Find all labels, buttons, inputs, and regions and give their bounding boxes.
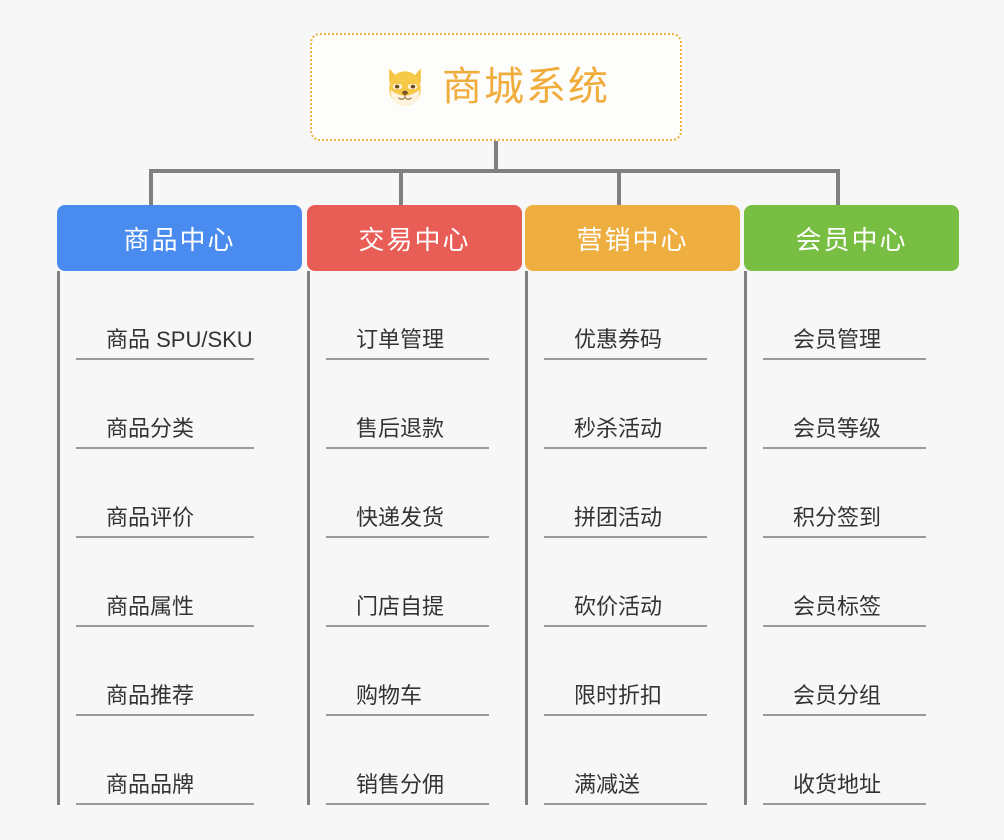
leaf-label: 商品 SPU/SKU: [106, 326, 253, 352]
leaf-item[interactable]: 限时折扣: [544, 627, 707, 716]
leaf-item[interactable]: 商品 SPU/SKU: [76, 271, 254, 360]
branch-product-center: 商品中心 商品 SPU/SKU 商品分类 商品评价 商品属性 商品推荐 商品品牌: [57, 205, 302, 805]
leaf-item[interactable]: 销售分佣: [326, 716, 489, 805]
leaf-item[interactable]: 商品评价: [76, 449, 254, 538]
leaf-item[interactable]: 商品推荐: [76, 627, 254, 716]
leaf-item[interactable]: 会员管理: [763, 271, 926, 360]
branch-marketing-center: 营销中心 优惠券码 秒杀活动 拼团活动 砍价活动 限时折扣 满减送: [525, 205, 740, 805]
connector-drop-1: [399, 169, 403, 205]
leaf-item[interactable]: 会员等级: [763, 360, 926, 449]
leaf-label: 快递发货: [356, 504, 445, 530]
leaf-item[interactable]: 会员标签: [763, 538, 926, 627]
connector-stem: [494, 141, 498, 171]
leaf-label: 会员管理: [793, 326, 882, 352]
leaf-item[interactable]: 商品属性: [76, 538, 254, 627]
leaf-label: 积分签到: [793, 504, 882, 530]
leaf-label: 商品分类: [106, 415, 195, 441]
leaf-item[interactable]: 快递发货: [326, 449, 489, 538]
branch-member-center: 会员中心 会员管理 会员等级 积分签到 会员标签 会员分组 收货地址: [744, 205, 959, 805]
connector-horizontal: [149, 169, 840, 173]
branch-label: 会员中心: [795, 224, 908, 255]
leaf-label: 商品推荐: [106, 682, 195, 708]
leaf-item[interactable]: 收货地址: [763, 716, 926, 805]
leaf-label: 订单管理: [356, 326, 445, 352]
leaf-label: 满减送: [574, 771, 641, 797]
branch-label: 营销中心: [576, 224, 689, 255]
leaf-label: 商品品牌: [106, 771, 195, 797]
leaf-item[interactable]: 购物车: [326, 627, 489, 716]
leaf-label: 优惠券码: [574, 326, 663, 352]
leaf-label: 拼团活动: [574, 504, 663, 530]
branch-header-marketing-center[interactable]: 营销中心: [525, 205, 740, 271]
leaf-item[interactable]: 积分签到: [763, 449, 926, 538]
leaf-item[interactable]: 秒杀活动: [544, 360, 707, 449]
leaf-list-product-center: 商品 SPU/SKU 商品分类 商品评价 商品属性 商品推荐 商品品牌: [57, 271, 254, 805]
leaf-item[interactable]: 商品分类: [76, 360, 254, 449]
branch-header-member-center[interactable]: 会员中心: [744, 205, 959, 271]
leaf-item[interactable]: 门店自提: [326, 538, 489, 627]
branch-header-trade-center[interactable]: 交易中心: [307, 205, 522, 271]
branch-label: 交易中心: [358, 224, 471, 255]
connector-drop-0: [149, 169, 153, 205]
root-title: 商城系统: [442, 65, 610, 109]
leaf-label: 购物车: [356, 682, 423, 708]
leaf-item[interactable]: 拼团活动: [544, 449, 707, 538]
leaf-item[interactable]: 会员分组: [763, 627, 926, 716]
leaf-label: 售后退款: [356, 415, 445, 441]
connector-drop-2: [617, 169, 621, 205]
leaf-label: 会员分组: [793, 682, 882, 708]
leaf-list-marketing-center: 优惠券码 秒杀活动 拼团活动 砍价活动 限时折扣 满减送: [525, 271, 707, 805]
leaf-list-member-center: 会员管理 会员等级 积分签到 会员标签 会员分组 收货地址: [744, 271, 926, 805]
leaf-label: 商品属性: [106, 593, 195, 619]
leaf-item[interactable]: 满减送: [544, 716, 707, 805]
leaf-item[interactable]: 商品品牌: [76, 716, 254, 805]
leaf-label: 秒杀活动: [574, 415, 663, 441]
leaf-label: 会员等级: [793, 415, 882, 441]
root-node[interactable]: 商城系统: [310, 33, 682, 141]
branch-trade-center: 交易中心 订单管理 售后退款 快递发货 门店自提 购物车 销售分佣: [307, 205, 522, 805]
leaf-list-trade-center: 订单管理 售后退款 快递发货 门店自提 购物车 销售分佣: [307, 271, 489, 805]
shiba-dog-icon: [389, 68, 421, 106]
leaf-label: 门店自提: [356, 593, 445, 619]
leaf-label: 商品评价: [106, 504, 195, 530]
leaf-label: 砍价活动: [574, 593, 663, 619]
leaf-label: 会员标签: [793, 593, 882, 619]
branch-header-product-center[interactable]: 商品中心: [57, 205, 302, 271]
leaf-item[interactable]: 砍价活动: [544, 538, 707, 627]
leaf-item[interactable]: 售后退款: [326, 360, 489, 449]
leaf-label: 销售分佣: [356, 771, 445, 797]
leaf-label: 限时折扣: [574, 682, 663, 708]
connector-drop-3: [836, 169, 840, 205]
leaf-item[interactable]: 优惠券码: [544, 271, 707, 360]
leaf-label: 收货地址: [793, 771, 882, 797]
leaf-item[interactable]: 订单管理: [326, 271, 489, 360]
branch-label: 商品中心: [123, 224, 236, 255]
